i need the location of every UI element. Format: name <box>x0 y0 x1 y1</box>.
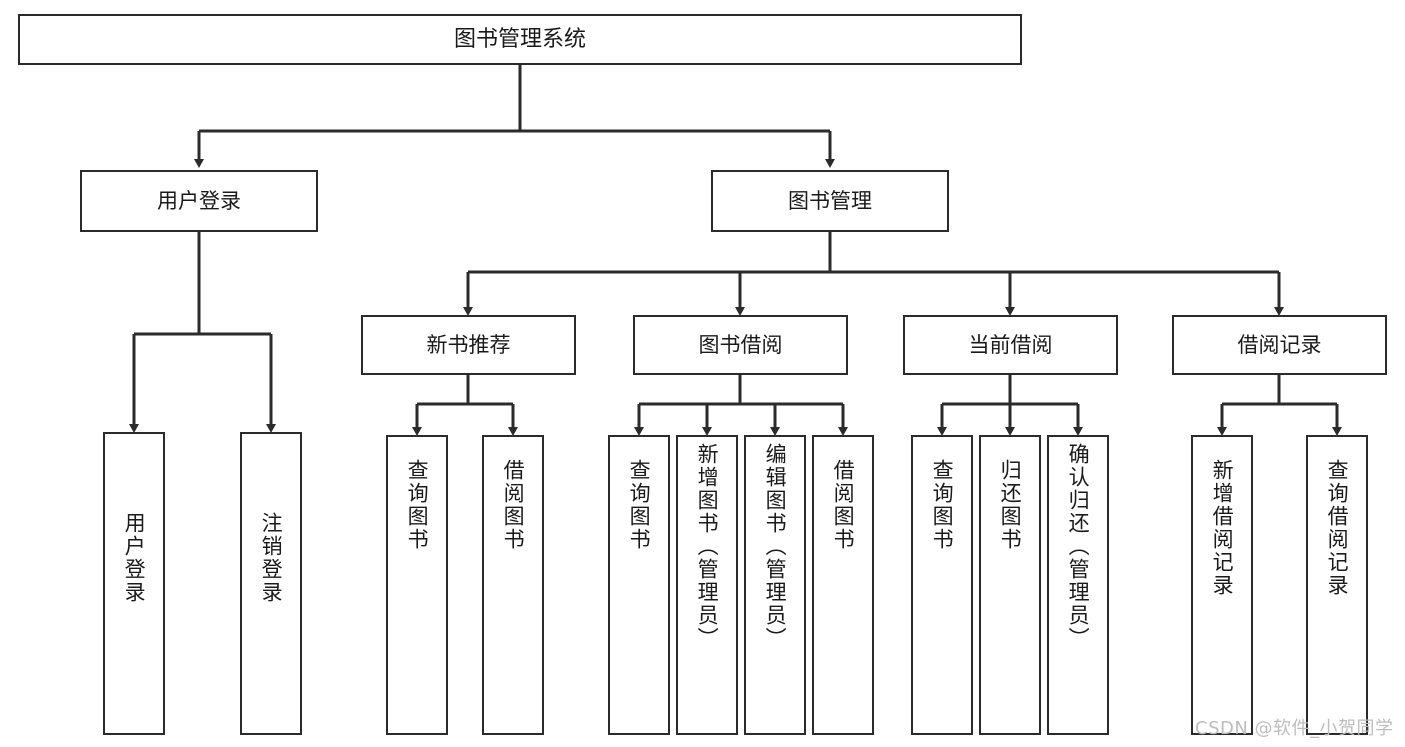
node-label: 借阅图书 <box>831 459 856 551</box>
node-label: 查询图书 <box>930 459 955 551</box>
leaf-edit-book-admin[interactable]: 编辑图书（管理员） <box>744 435 806 735</box>
node-user-login[interactable]: 用户登录 <box>80 170 318 232</box>
leaf-return-book[interactable]: 归还图书 <box>979 435 1041 735</box>
leaf-logout[interactable]: 注销登录 <box>240 432 302 735</box>
node-label: 新增借阅记录 <box>1210 459 1235 597</box>
node-label: 查询图书 <box>627 459 652 551</box>
node-label: 查询借阅记录 <box>1325 459 1350 597</box>
node-label: 当前借阅 <box>968 332 1053 357</box>
node-label: 新书推荐 <box>426 332 511 357</box>
node-label: 图书管理系统 <box>453 26 586 52</box>
node-label: 注销登录 <box>259 512 284 604</box>
leaf-query-book-recommend[interactable]: 查询图书 <box>386 435 448 735</box>
node-label: 确认归还（管理员） <box>1066 443 1091 650</box>
leaf-add-borrow-record[interactable]: 新增借阅记录 <box>1191 435 1253 735</box>
node-current-borrow[interactable]: 当前借阅 <box>903 315 1118 375</box>
leaf-confirm-return-admin[interactable]: 确认归还（管理员） <box>1047 435 1109 735</box>
node-new-book-recommend[interactable]: 新书推荐 <box>361 315 576 375</box>
node-label: 图书借阅 <box>698 332 783 357</box>
node-label: 用户登录 <box>157 188 241 213</box>
node-label: 用户登录 <box>122 512 147 604</box>
leaf-query-book-current[interactable]: 查询图书 <box>911 435 973 735</box>
leaf-query-book-borrow[interactable]: 查询图书 <box>608 435 670 735</box>
node-borrow-records[interactable]: 借阅记录 <box>1172 315 1387 375</box>
node-book-borrow[interactable]: 图书借阅 <box>633 315 848 375</box>
leaf-borrow-book[interactable]: 借阅图书 <box>812 435 874 735</box>
node-label: 查询图书 <box>405 459 430 551</box>
node-label: 借阅图书 <box>501 459 526 551</box>
node-label: 新增图书（管理员） <box>695 443 720 650</box>
leaf-query-borrow-record[interactable]: 查询借阅记录 <box>1306 435 1368 735</box>
node-root-system[interactable]: 图书管理系统 <box>18 14 1022 65</box>
node-label: 归还图书 <box>998 459 1023 551</box>
node-label: 编辑图书（管理员） <box>763 443 788 650</box>
leaf-borrow-book-recommend[interactable]: 借阅图书 <box>482 435 544 735</box>
node-book-management[interactable]: 图书管理 <box>711 170 949 232</box>
leaf-add-book-admin[interactable]: 新增图书（管理员） <box>676 435 738 735</box>
csdn-watermark: CSDN @软件_小贺同学 <box>1195 718 1394 739</box>
node-label: 图书管理 <box>788 188 872 213</box>
leaf-user-login[interactable]: 用户登录 <box>103 432 165 735</box>
node-label: 借阅记录 <box>1237 332 1322 357</box>
